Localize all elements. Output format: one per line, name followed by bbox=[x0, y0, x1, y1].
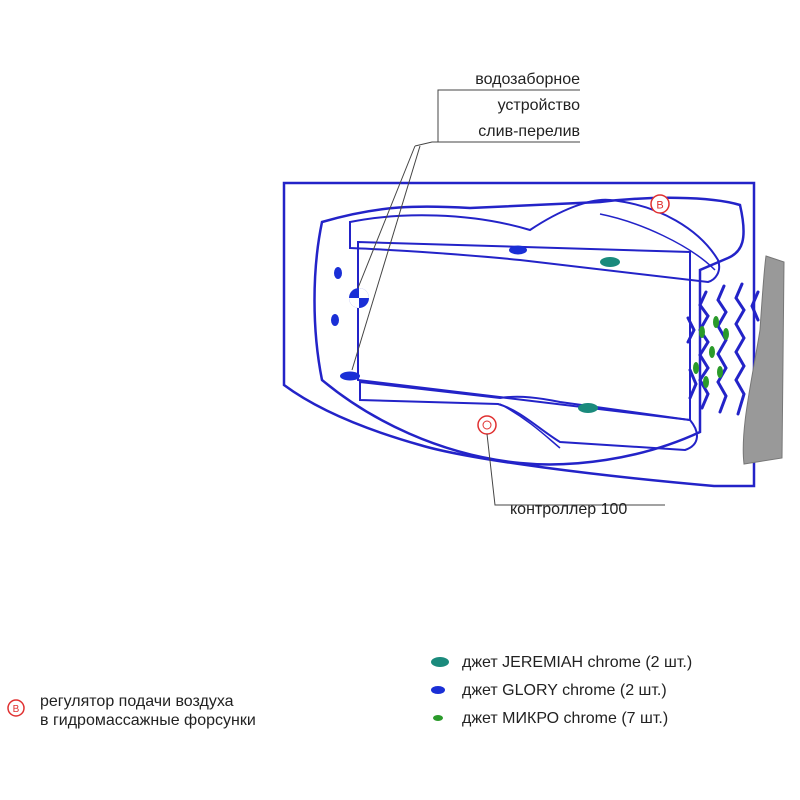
air-regulator-line1: регулятор подачи воздуха bbox=[40, 693, 234, 710]
micro-jet bbox=[693, 362, 699, 374]
legend-label-jeremiah: джет JEREMIAH chrome (2 шт.) bbox=[462, 653, 693, 671]
jeremiah-jet-lower bbox=[578, 403, 598, 413]
upper-armrest-edge bbox=[599, 213, 716, 271]
air-regulator-badge-top: B bbox=[650, 194, 670, 214]
micro-jet bbox=[699, 326, 705, 338]
legend-row-micro: джет МИКРО chrome (7 шт.) bbox=[428, 704, 692, 732]
micro-jet bbox=[709, 346, 715, 358]
legend-row-jeremiah: джет JEREMIAH chrome (2 шт.) bbox=[428, 648, 692, 676]
tub-floor bbox=[357, 240, 691, 422]
glory-jet-left-upper bbox=[334, 267, 342, 279]
tub-inner-basin bbox=[313, 196, 745, 466]
jet-legend: джет JEREMIAH chrome (2 шт.) джет GLORY … bbox=[428, 648, 692, 732]
headrest bbox=[742, 255, 785, 465]
lower-armrest-edge bbox=[499, 403, 561, 449]
air-regulator-letter: B bbox=[656, 200, 663, 212]
lower-armrest bbox=[359, 380, 698, 452]
air-regulator-line2: в гидромассажные форсунки bbox=[40, 712, 256, 729]
air-regulator-legend: B регулятор подачи воздуха в гидромассаж… bbox=[6, 692, 256, 730]
glory-jet-left-lower bbox=[331, 314, 339, 326]
legend-label-micro: джет МИКРО chrome (7 шт.) bbox=[462, 709, 669, 727]
callout-leader-lines bbox=[351, 89, 665, 506]
legend-label-glory: джет GLORY chrome (2 шт.) bbox=[462, 681, 667, 699]
micro-jet bbox=[723, 328, 729, 340]
jeremiah-jet-upper bbox=[600, 257, 620, 267]
micro-jet-wave-pattern bbox=[686, 282, 760, 416]
air-regulator-badge-icon: B bbox=[7, 699, 25, 717]
blue-oval-jet-icon bbox=[431, 686, 445, 694]
intake-label-line1: водозаборное bbox=[475, 71, 580, 88]
drain-label: слив-перелив bbox=[478, 123, 580, 140]
micro-jet bbox=[717, 366, 723, 378]
intake-label-line2: устройство bbox=[498, 97, 581, 114]
intake-device-jet bbox=[340, 371, 360, 381]
tub-outer-contour bbox=[282, 181, 756, 488]
micro-jet bbox=[703, 376, 709, 388]
micro-jet bbox=[713, 316, 719, 328]
teal-oval-jet-icon bbox=[431, 657, 449, 667]
micro-jets bbox=[693, 316, 729, 388]
legend-row-glory: джет GLORY chrome (2 шт.) bbox=[428, 676, 692, 704]
drain-overflow-icon bbox=[349, 288, 369, 308]
controller-label: контроллер 100 bbox=[510, 501, 627, 518]
air-regulator-text: регулятор подачи воздуха в гидромассажны… bbox=[40, 692, 256, 730]
green-dot-jet-icon bbox=[433, 715, 443, 721]
air-regulator-icon-letter: B bbox=[13, 704, 20, 715]
upper-armrest bbox=[349, 198, 721, 284]
glory-jet-upper bbox=[509, 245, 527, 255]
air-regulator-badge-bottom bbox=[477, 415, 497, 435]
